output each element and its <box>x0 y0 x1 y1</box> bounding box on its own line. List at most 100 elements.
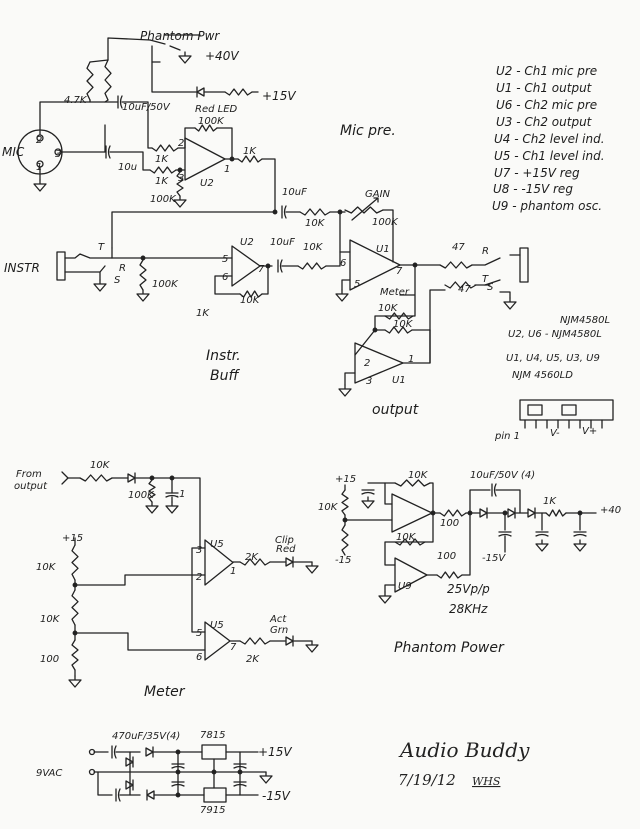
wire <box>339 211 351 253</box>
ic-package-icon <box>519 399 614 421</box>
junction-dot <box>237 769 243 775</box>
resistor-icon <box>239 637 271 645</box>
ps-plus15v-label: +15V <box>258 745 292 759</box>
ground-icon <box>93 279 107 292</box>
u1b-r-fb1-label: 10K <box>378 303 399 314</box>
resistor-icon <box>151 144 179 152</box>
wire <box>374 315 386 331</box>
pp-plus40-label: +40 <box>600 505 621 516</box>
op-pin-out: 1 <box>224 164 230 175</box>
pp-r-div-label: 10K <box>318 502 339 513</box>
junction-dot <box>140 255 146 261</box>
diode-icon <box>285 556 294 568</box>
buff-pin5: 5 <box>222 254 228 265</box>
pp-plus15-label: +15 <box>335 474 356 485</box>
u5a-label: U5 <box>210 539 224 550</box>
ps-minus15v-label: -15V <box>262 789 291 803</box>
wire <box>104 99 109 103</box>
junction-dot <box>265 263 271 269</box>
u5a-pin2: 2 <box>196 572 202 583</box>
resistor-icon <box>394 479 431 487</box>
wire <box>495 489 521 514</box>
ps-input-label: 9VAC <box>36 768 62 779</box>
wire <box>151 61 197 93</box>
diode-icon <box>146 789 155 801</box>
u1b-r-fb2-label: 10K <box>393 319 414 330</box>
wire <box>97 771 113 796</box>
instr-buff-title-1: Instr. <box>206 348 241 364</box>
wire <box>461 512 471 576</box>
legend-item: U8 - -15V reg <box>493 182 573 196</box>
resistor-icon <box>239 290 263 298</box>
ground-icon <box>178 51 192 64</box>
wire <box>216 127 233 160</box>
resistor-icon <box>149 166 177 174</box>
resistor-icon <box>104 59 112 101</box>
wire <box>135 477 206 549</box>
resistor-icon <box>299 208 331 216</box>
diode-icon <box>125 779 134 791</box>
wire <box>384 512 434 566</box>
phantom-power-label: Phantom Pwr <box>140 29 220 43</box>
potentiometer-arrow-icon <box>351 197 379 221</box>
wire <box>429 482 434 514</box>
capacitor-icon <box>277 259 283 273</box>
legend-item: U3 - Ch2 output <box>496 115 593 129</box>
parts-line2: U1, U4, U5, U3, U9 <box>506 353 600 364</box>
act-r-label: 2K <box>246 654 260 665</box>
meter-r-load-label: 100K <box>128 490 155 501</box>
wire <box>214 275 241 295</box>
pp-r-fb2-label: 10K <box>396 532 417 543</box>
ps-cap-note: 470uF/35V(4) <box>112 731 180 742</box>
opamp-icon <box>354 342 404 384</box>
resistor-icon <box>71 639 79 671</box>
diode-icon <box>127 472 136 484</box>
meter-r-in-label: 10K <box>90 460 111 471</box>
pp-r-fb1-label: 10K <box>408 470 429 481</box>
parts-note: NJM4580L U2, U6 - NJM4580L U1, U4, U5, U… <box>494 315 610 442</box>
meter-r-div1-label: 10K <box>36 562 57 573</box>
r-bias-label: 100K <box>150 194 177 205</box>
capacitor-icon <box>498 531 512 537</box>
resistor-icon <box>384 326 413 334</box>
resistor-icon <box>439 261 473 269</box>
instr-buff-section: INSTR T R S 100K U2 5 6 7 10K 1K Instr. … <box>4 237 265 384</box>
xlr-pin3: 3 <box>55 149 61 160</box>
act-label-1: Act <box>269 614 287 625</box>
capacitor-icon <box>111 745 117 759</box>
red-led-label: Red LED <box>195 104 238 115</box>
wire <box>484 279 501 286</box>
wire <box>469 489 491 514</box>
gain-pot-label: GAIN <box>365 189 391 200</box>
capacitor-icon <box>281 205 287 219</box>
ground-icon <box>361 496 375 509</box>
gain-pot-value: 100K <box>372 217 399 228</box>
capacitor-icon <box>491 483 497 497</box>
r2-label: 10K <box>303 242 324 253</box>
op-pin-inv: 2 <box>178 138 184 149</box>
ground-icon <box>68 675 82 688</box>
project-name: Audio Buddy <box>398 738 530 762</box>
wire <box>184 127 196 149</box>
from-label-2: output <box>14 481 48 492</box>
wire <box>354 329 376 356</box>
phantom-power-section: +15 10K -15 10K 10K 100 100 U9 10uF/50V … <box>318 470 621 656</box>
power-supply-section: 470uF/35V(4) 7815 7915 +15V -15V 9VAC <box>36 730 292 816</box>
legend-item: U1 - Ch1 output <box>496 81 593 95</box>
resistor-icon <box>71 544 79 581</box>
circuit-wiring <box>17 34 614 803</box>
buff-opamp-label: U2 <box>240 237 254 248</box>
diode-icon <box>507 507 516 519</box>
r-tip-label: 47 <box>458 284 471 295</box>
wire <box>384 584 396 593</box>
wire <box>402 289 446 364</box>
resistor-icon <box>86 61 94 101</box>
pkg-pin1-label: pin 1 <box>494 431 520 442</box>
resistor-icon <box>224 88 253 96</box>
parts-correction: NJM4580L <box>560 315 610 326</box>
ground-icon <box>145 501 159 514</box>
u5a-pin3: 3 <box>196 545 202 556</box>
resistor-icon <box>176 171 184 197</box>
buff-pin6: 6 <box>222 272 228 283</box>
